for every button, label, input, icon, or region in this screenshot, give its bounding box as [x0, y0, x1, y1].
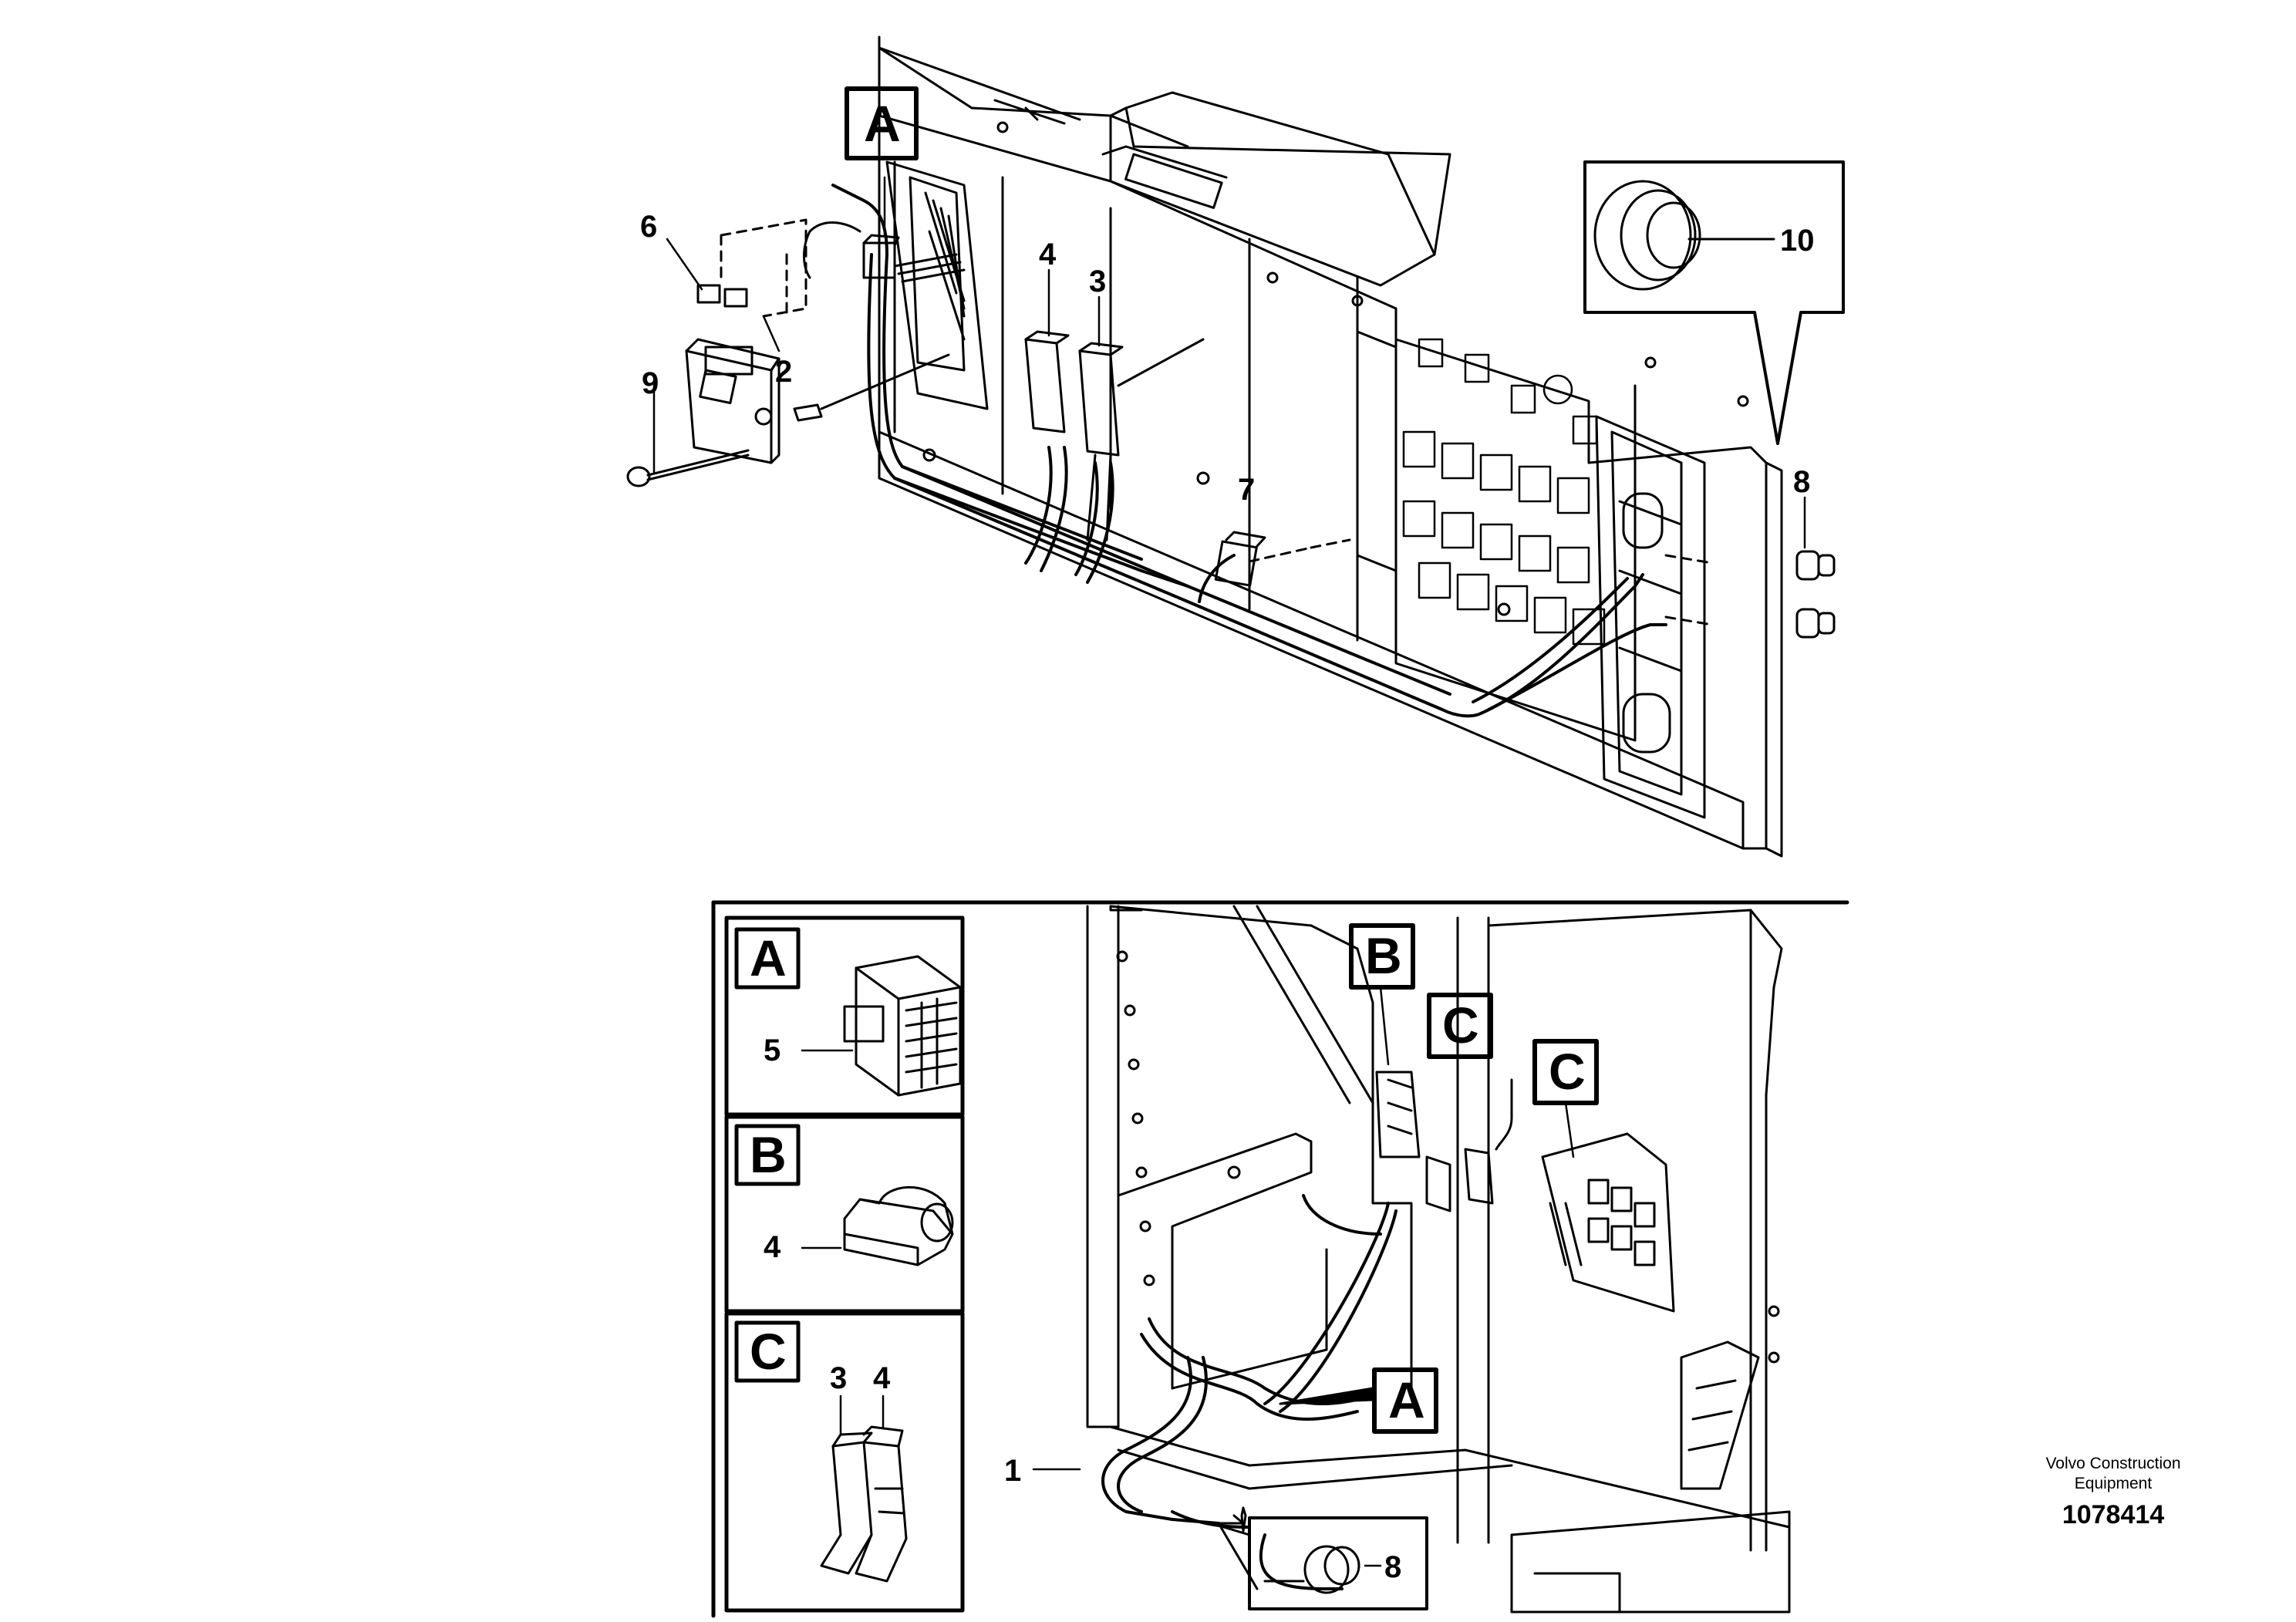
letter-b-detail: B: [750, 1126, 787, 1183]
clip-4-detail: [801, 1185, 954, 1266]
plugs-8-upper: [1664, 550, 1836, 639]
wire-harness-lower: [1101, 1194, 1397, 1590]
control-unit: [885, 160, 989, 410]
connectors-3-4-detail: [820, 1394, 908, 1583]
detail-letters: A A B C B C C A: [750, 95, 1586, 1428]
letter-a-detail: A: [750, 929, 787, 986]
dashboard-panel: [878, 35, 1768, 850]
company-name-line1: Volvo Construction: [2045, 1455, 2181, 1472]
letter-a-lower: A: [1388, 1371, 1425, 1428]
letter-c-lower-2: C: [1549, 1043, 1586, 1100]
module-9-assembly: [626, 218, 950, 487]
letter-a-upper: A: [864, 95, 901, 152]
letter-c-detail: C: [750, 1323, 787, 1380]
detail-box-8-lower: [1209, 1506, 1428, 1610]
leader-lines-upper: [652, 176, 1806, 549]
callout-numbers: 6 2 9 4 3 7 8 10 5 4 3 4 1 8: [640, 210, 1815, 1584]
letter-c-lower-1: C: [1442, 996, 1479, 1054]
callout-3-upper: 3: [1089, 265, 1106, 298]
callout-4-detail-c: 4: [873, 1361, 891, 1395]
connector-7: [1214, 531, 1351, 587]
connector-5-detail: [801, 955, 962, 1097]
callout-5: 5: [764, 1034, 781, 1067]
callout-6: 6: [640, 210, 657, 244]
callout-4-upper: 4: [1039, 238, 1057, 271]
detail-column: [724, 916, 965, 1613]
publisher-credit: Volvo Construction Equipment 1078414: [1974, 1454, 2252, 1530]
detail-box-10: [1583, 160, 1845, 445]
connector-pair-3-4: [1024, 330, 1205, 541]
relay-board: [1356, 307, 1637, 742]
callout-2: 2: [775, 355, 792, 389]
lower-frame-lines: [711, 900, 1849, 1618]
lower-boards: [1375, 1071, 1675, 1313]
callout-8-lower: 8: [1384, 1550, 1401, 1584]
callout-4-detail-b: 4: [764, 1230, 781, 1264]
callout-boxes-lower: [1279, 923, 1599, 1434]
callout-3-detail-c: 3: [830, 1361, 847, 1395]
callout-10: 10: [1780, 224, 1815, 258]
letter-b-lower: B: [1365, 927, 1402, 984]
callout-8-upper: 8: [1793, 465, 1810, 499]
callout-9: 9: [642, 366, 659, 400]
callout-7: 7: [1238, 473, 1255, 507]
cab-structure: [1086, 905, 1791, 1614]
wire-harness-upper: [831, 184, 1667, 718]
callout-1: 1: [1004, 1454, 1021, 1488]
company-name-line2: Equipment: [2074, 1475, 2153, 1492]
drawing-number: 1078414: [2062, 1500, 2165, 1529]
side-frame: [1595, 415, 1783, 858]
callout-box-a-upper: [845, 86, 919, 160]
